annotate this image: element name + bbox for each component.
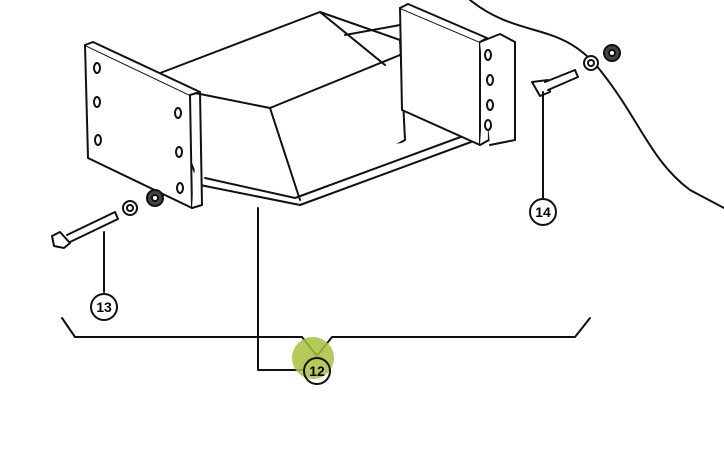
callout-14-label: 14 — [535, 204, 551, 220]
callout-13[interactable]: 13 — [90, 293, 118, 321]
right-mounting-plate — [399, 3, 516, 146]
bolt-13 — [51, 189, 164, 249]
left-mounting-plate — [84, 41, 203, 209]
callout-13-label: 13 — [96, 299, 112, 315]
bracket-body — [154, 11, 491, 206]
callout-14[interactable]: 14 — [529, 198, 557, 226]
cable — [469, 0, 724, 209]
callout-12-label: 12 — [309, 363, 325, 379]
leader-12 — [257, 207, 303, 371]
bolt-14 — [531, 44, 621, 97]
callout-12[interactable]: 12 — [303, 357, 331, 385]
